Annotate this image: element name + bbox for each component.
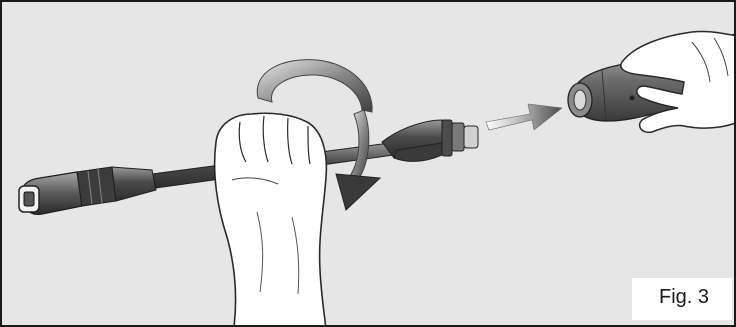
figure-label: Fig. 3 [659,286,709,309]
